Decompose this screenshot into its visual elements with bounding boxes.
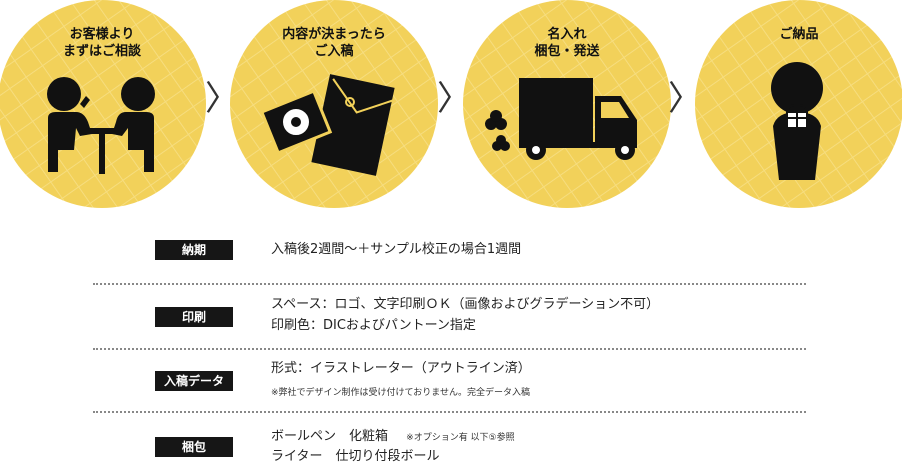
step-consultation: お客様より まずはご相談 — [0, 0, 208, 210]
step-title: お客様より まずはご相談 — [62, 27, 141, 59]
divider — [93, 283, 806, 285]
divider — [93, 411, 806, 413]
printing-line2: 印刷色：DICおよびパントーン指定 — [271, 318, 476, 333]
gift-receive-icon — [771, 62, 823, 180]
divider — [93, 348, 806, 350]
data-label: 入稿データ — [155, 371, 233, 391]
step-title: 名入れ 梱包・発送 — [534, 27, 600, 59]
packaging-items: ボールペン 化粧箱 — [271, 429, 389, 444]
packaging-line1: ボールペン 化粧箱 ※オプション有 以下⑤参照 — [271, 428, 515, 447]
consultation-icon — [47, 77, 155, 174]
step-title: ご納品 — [779, 27, 819, 42]
delivery-label: 納期 — [155, 240, 233, 260]
packaging-line2: ライター 仕切り付段ボール — [271, 449, 440, 464]
printing-line1: スペース：ロゴ、文字印刷ＯＫ（画像およびグラデーション不可） — [271, 297, 660, 312]
printing-label: 印刷 — [155, 307, 233, 327]
step-shipping: 名入れ 梱包・発送 — [461, 0, 673, 210]
submission-icon — [259, 74, 395, 176]
step-delivery: ご納品 — [693, 0, 902, 210]
delivery-truck-icon — [485, 78, 637, 160]
step-title: 内容が決まったら ご入稿 — [282, 27, 386, 59]
packaging-label: 梱包 — [155, 437, 233, 457]
step-submission: 内容が決まったら ご入稿 — [228, 0, 440, 210]
data-line1: 形式：イラストレーター（アウトライン済） — [271, 361, 531, 376]
packaging-note: ※オプション有 以下⑤参照 — [406, 433, 515, 443]
data-note: ※弊社でデザイン制作は受け付けておりません。完全データ入稿 — [271, 388, 531, 398]
delivery-text: 入稿後2週間～＋サンプル校正の場合1週間 — [271, 242, 522, 257]
